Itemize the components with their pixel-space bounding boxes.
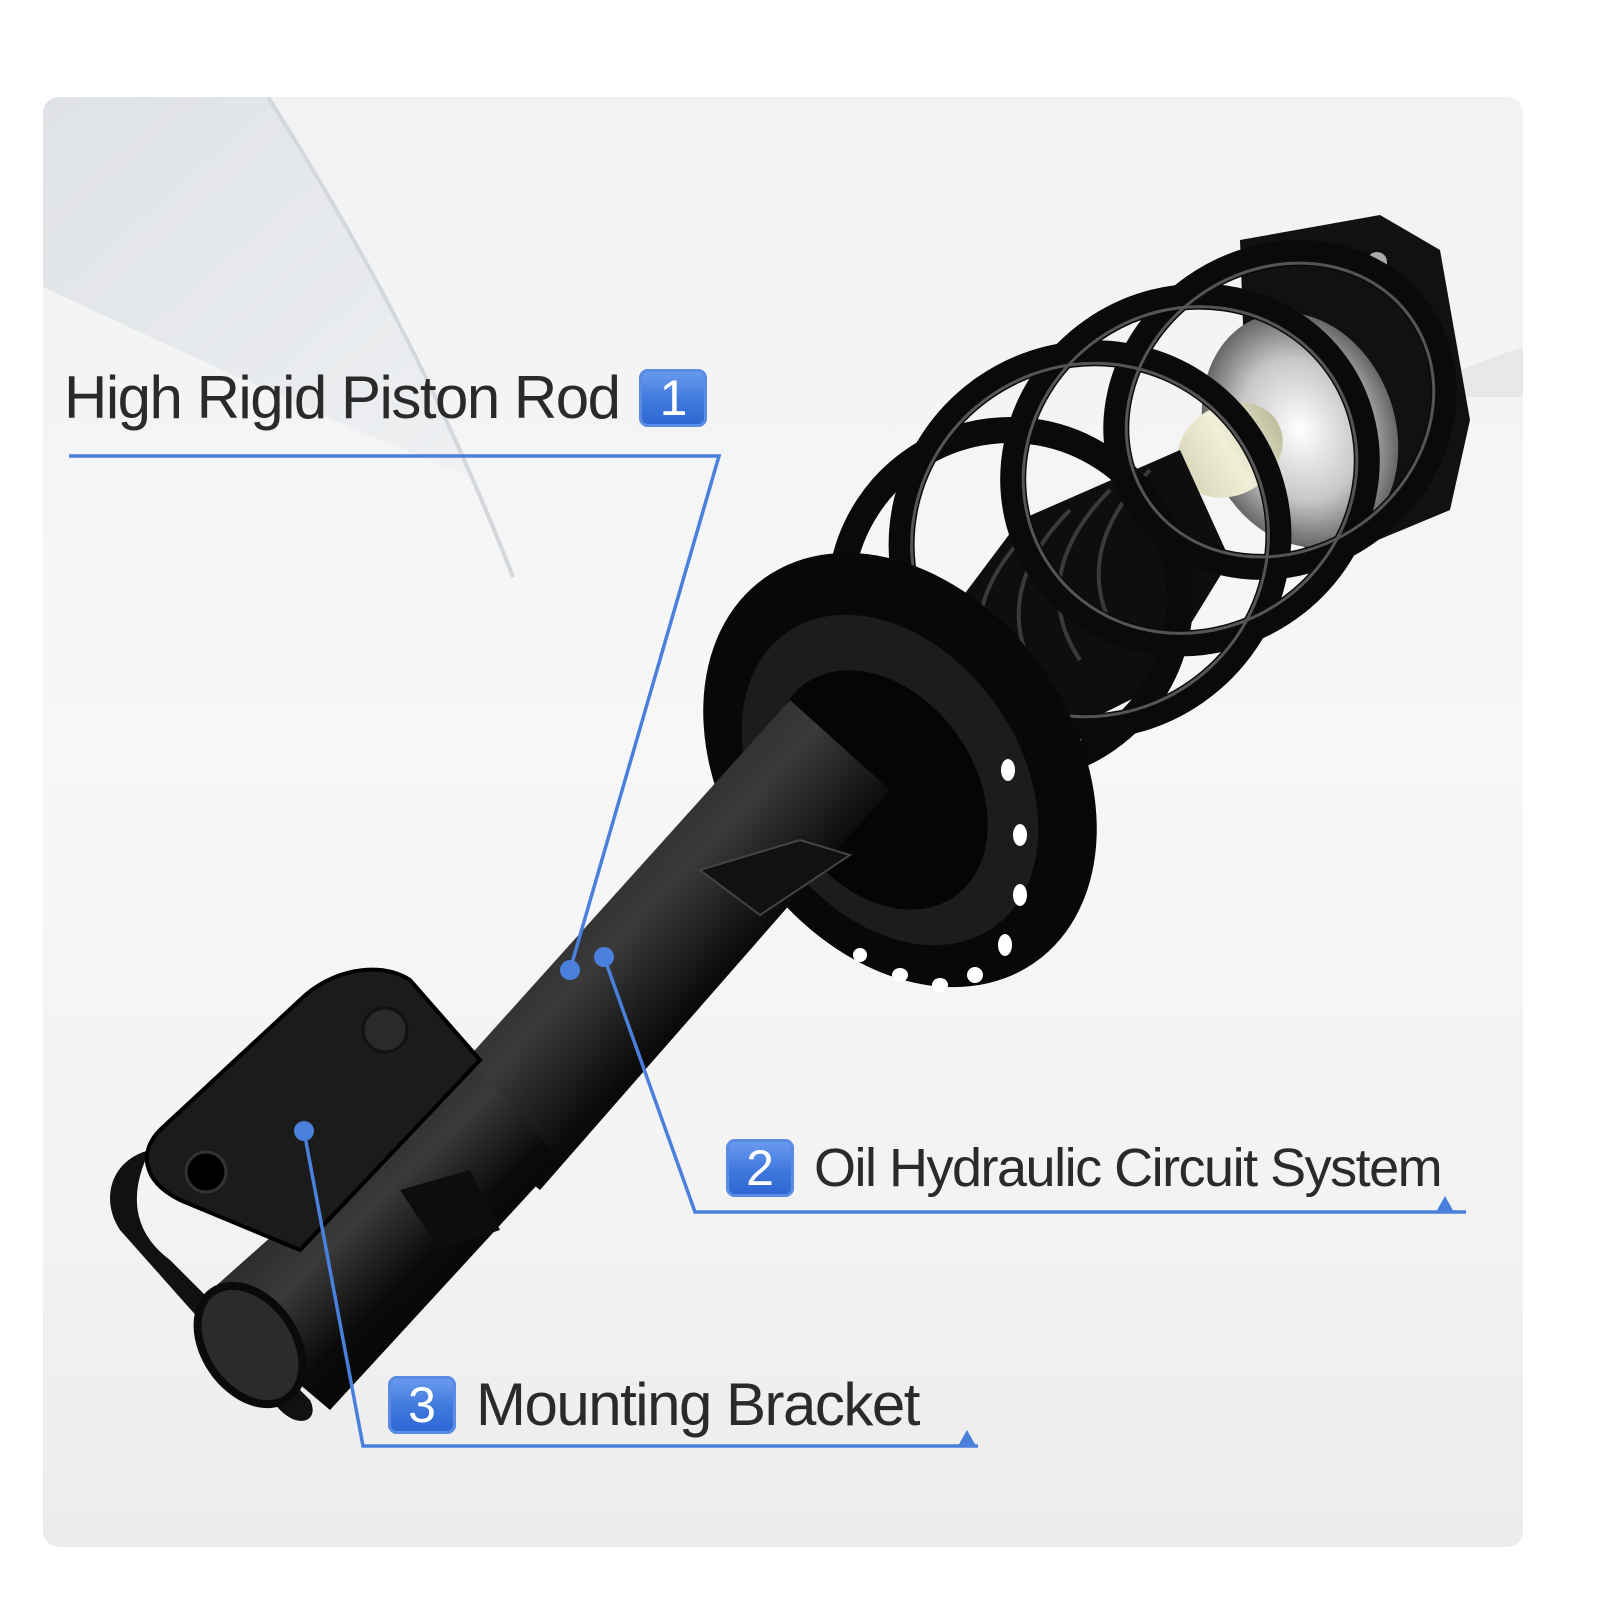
callout-3-number-badge: 3 (388, 1375, 456, 1434)
callout-3-dot (294, 1121, 314, 1141)
callout-3-pointer (958, 1430, 976, 1446)
callout-3-label: Mounting Bracket (476, 1371, 920, 1438)
callout-2-pointer (1436, 1196, 1454, 1212)
callout-2-dot (594, 947, 614, 967)
callout-2-label: Oil Hydraulic Circuit System (814, 1138, 1443, 1198)
callout-1: High Rigid Piston Rod 1 (64, 363, 708, 432)
callout-1-number-badge: 1 (639, 368, 708, 427)
callout-1-label: High Rigid Piston Rod (64, 364, 621, 431)
callout-2: 2 Oil Hydraulic Circuit System (726, 1137, 1443, 1199)
callout-3: 3 Mounting Bracket (388, 1370, 920, 1439)
callout-1-dot (560, 960, 580, 980)
page-edge (6, 0, 16, 1550)
callout-2-number-badge: 2 (726, 1139, 794, 1197)
